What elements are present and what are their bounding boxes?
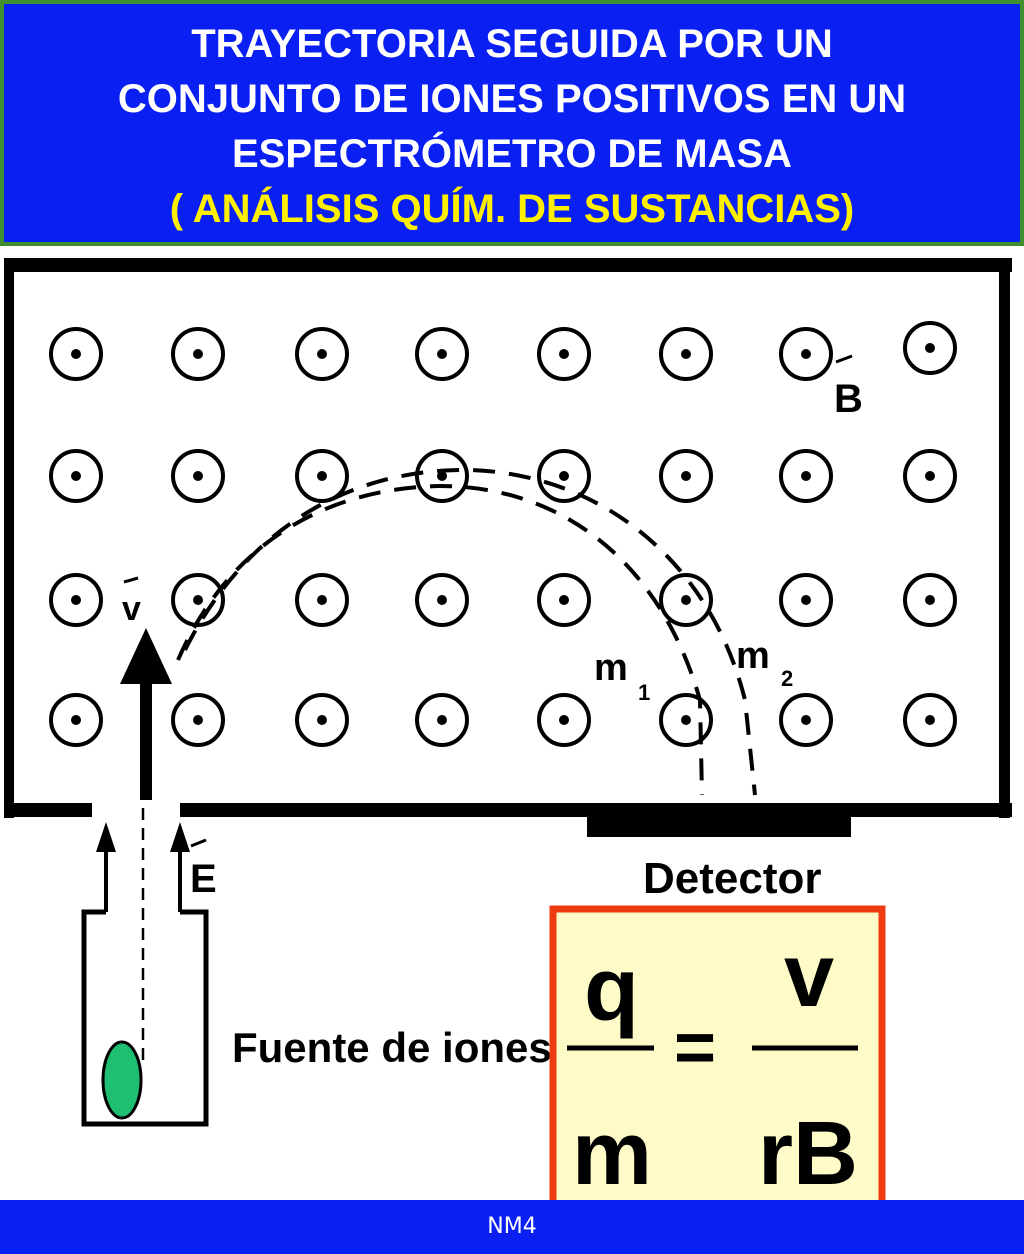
field-dot-symbol	[659, 573, 713, 627]
chamber-right-wall	[999, 258, 1010, 818]
detector-label: Detector	[643, 854, 822, 903]
field-e-label: E	[190, 838, 217, 901]
field-dot-symbol	[779, 449, 833, 503]
field-dot-symbol	[171, 693, 225, 747]
formula-rb: rB	[758, 1104, 858, 1200]
ion-source	[81, 909, 209, 1127]
field-dot-symbol	[537, 573, 591, 627]
field-dot-symbol	[295, 327, 349, 381]
field-dot-symbol	[659, 327, 713, 381]
svg-text:2: 2	[781, 666, 793, 691]
footer-bar: NM4	[0, 1200, 1024, 1254]
field-dot-symbol	[415, 449, 469, 503]
title-line-3: ESPECTRÓMETRO DE MASA	[231, 132, 793, 176]
magnetic-field-grid	[49, 321, 957, 747]
source-label: Fuente de iones	[232, 1024, 552, 1071]
title-line-4: ( ANÁLISIS QUÍM. DE SUSTANCIAS)	[169, 187, 855, 231]
mass2-label: m 2	[736, 635, 793, 691]
field-dot-symbol	[295, 693, 349, 747]
field-dot-symbol	[49, 327, 103, 381]
field-dot-symbol	[779, 573, 833, 627]
field-dot-symbol	[171, 573, 225, 627]
field-dot-symbol	[49, 449, 103, 503]
footer-label: NM4	[487, 1214, 537, 1239]
field-dot-symbol	[537, 449, 591, 503]
field-dot-symbol	[295, 449, 349, 503]
field-dot-symbol	[415, 693, 469, 747]
field-dot-symbol	[49, 573, 103, 627]
field-dot-symbol	[171, 327, 225, 381]
svg-text:v: v	[122, 590, 141, 628]
ion-particle	[101, 1040, 143, 1120]
trajectory-m2	[183, 467, 757, 796]
field-dot-symbol	[903, 449, 957, 503]
chamber-left-wall	[4, 258, 14, 818]
formula-equals: =	[674, 1008, 716, 1088]
field-dot-symbol	[415, 573, 469, 627]
electric-field-arrows	[96, 822, 190, 912]
field-dot-symbol	[659, 449, 713, 503]
title-banner: TRAYECTORIA SEGUIDA POR UN CONJUNTO DE I…	[0, 0, 1024, 246]
mass1-label: m 1	[594, 647, 650, 705]
velocity-arrow	[120, 628, 172, 800]
field-dot-symbol	[49, 693, 103, 747]
chamber-bottom-wall-left	[4, 803, 92, 817]
svg-text:B: B	[834, 377, 863, 421]
chamber-top-wall	[4, 258, 1012, 272]
svg-text:1: 1	[638, 680, 650, 705]
title-line-1: TRAYECTORIA SEGUIDA POR UN	[191, 22, 833, 66]
field-dot-symbol	[903, 321, 957, 375]
velocity-label: v	[122, 576, 141, 628]
formula-v: v	[784, 926, 834, 1026]
field-b-label: B	[834, 354, 863, 421]
field-dot-symbol	[903, 573, 957, 627]
mass-spectrometer-diagram: B v m 1 m 2 E Detector Fuente de iones q…	[4, 258, 1012, 1200]
svg-text:E: E	[190, 857, 217, 901]
formula-m: m	[572, 1104, 652, 1200]
field-dot-symbol	[903, 693, 957, 747]
chamber	[4, 258, 1012, 837]
trajectory-m1	[176, 483, 704, 796]
formula-q: q	[584, 940, 639, 1040]
field-dot-symbol	[659, 693, 713, 747]
title-line-2: CONJUNTO DE IONES POSITIVOS EN UN	[117, 77, 907, 121]
formula-box: q m = v rB	[549, 905, 886, 1200]
field-dot-symbol	[779, 693, 833, 747]
svg-text:m: m	[736, 635, 770, 677]
field-dot-symbol	[171, 449, 225, 503]
ion-trajectories	[176, 467, 757, 796]
field-dot-symbol	[415, 327, 469, 381]
field-dot-symbol	[537, 693, 591, 747]
field-dot-symbol	[779, 327, 833, 381]
detector-plate	[587, 813, 851, 837]
svg-text:m: m	[594, 647, 628, 689]
field-dot-symbol	[537, 327, 591, 381]
field-dot-symbol	[295, 573, 349, 627]
